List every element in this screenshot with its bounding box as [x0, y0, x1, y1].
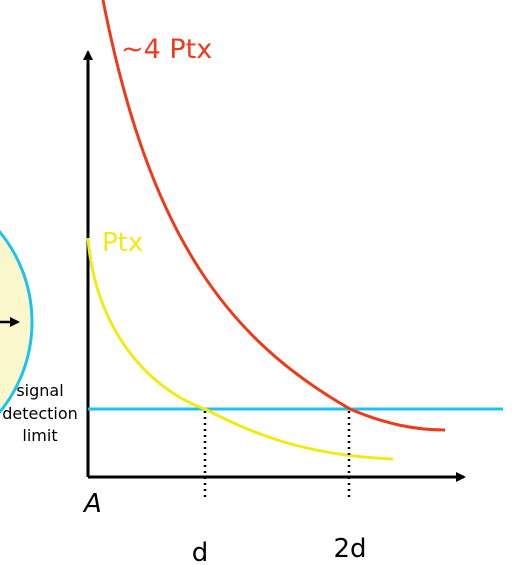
threshold-label-line3: limit — [22, 426, 57, 445]
origin-label: A — [82, 489, 102, 519]
curve-low-power — [86, 237, 394, 461]
x-tick-2d: 2d — [333, 534, 366, 564]
label-curve-high: ~4 Ptx — [121, 34, 212, 65]
threshold-label-line1: signal — [16, 381, 63, 400]
curve-high-power — [101, 0, 446, 432]
threshold-label-line2: detection — [2, 404, 78, 423]
x-tick-d: d — [192, 538, 209, 565]
label-curve-low: Ptx — [102, 228, 143, 258]
